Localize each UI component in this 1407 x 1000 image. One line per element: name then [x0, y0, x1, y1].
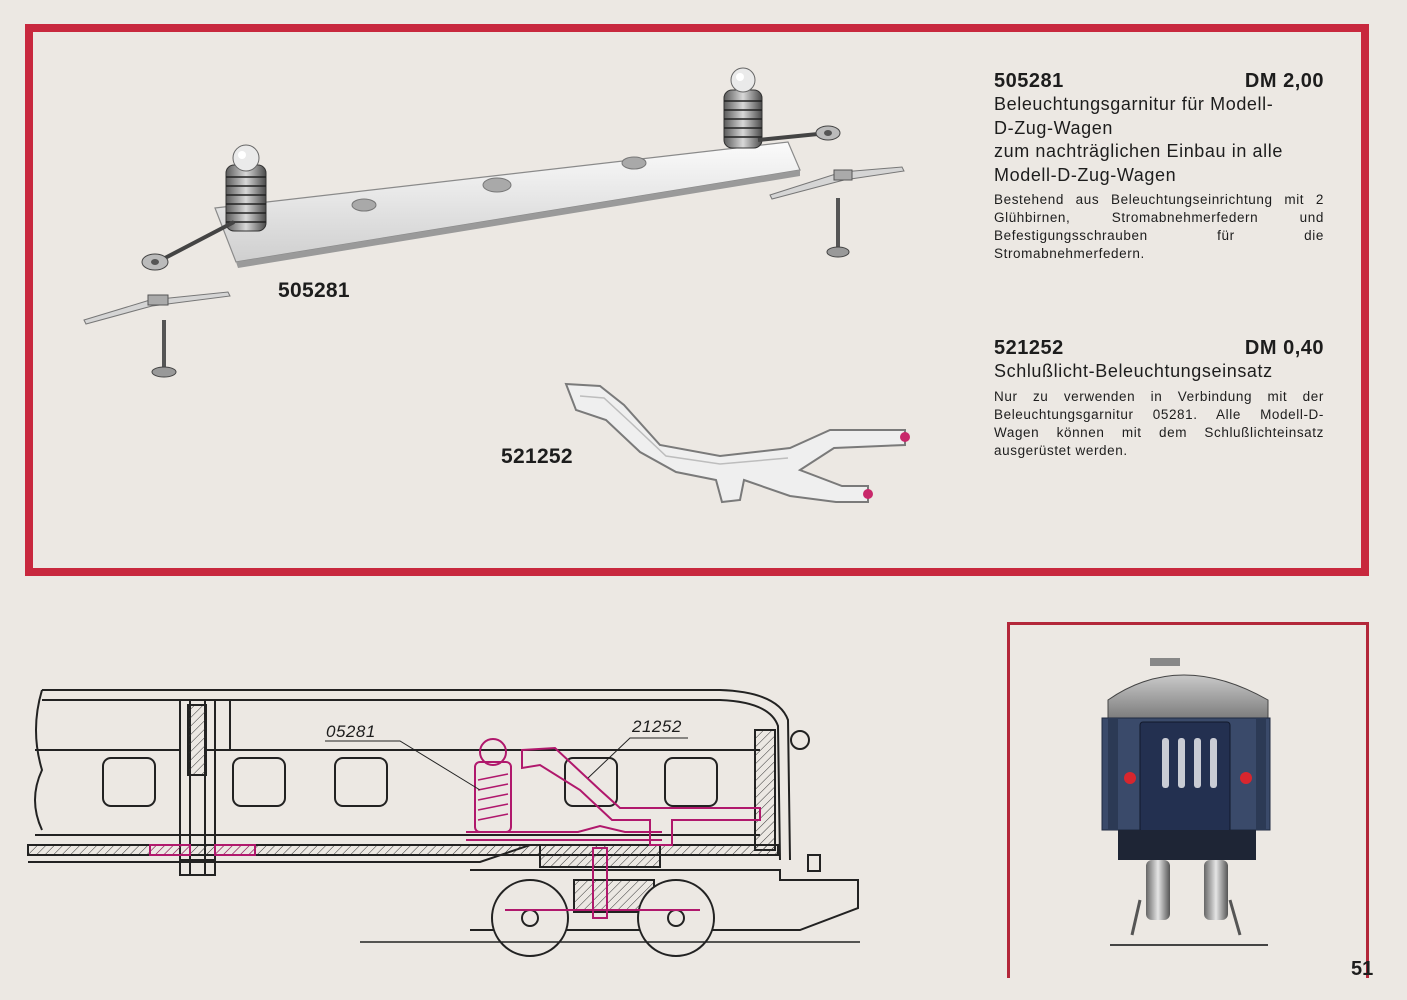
product-block-521252: 521252 DM 0,40 Schlußlicht-Beleuchtungse…: [994, 337, 1324, 460]
cross-section-diagram: [27, 689, 860, 957]
product-header: 521252 DM 0,40: [994, 337, 1324, 360]
product-description: Nur zu verwenden in Verbindung mit der B…: [994, 388, 1324, 458]
figure-label-521252: 521252: [501, 445, 573, 468]
product-header: 505281 DM 2,00: [994, 70, 1324, 93]
lighting-set-photo: [83, 67, 905, 378]
product-number: 505281: [994, 70, 1064, 92]
leader-lines: [325, 737, 688, 791]
title-line: Beleuchtungsgarnitur für Modell-: [994, 94, 1274, 114]
product-price: DM 2,00: [1244, 70, 1324, 92]
coach-photo-frame: [1007, 622, 1369, 978]
title-line: D-Zug-Wagen: [994, 117, 1113, 138]
page-number: 51: [1351, 958, 1374, 980]
product-price: DM 0,40: [1244, 337, 1324, 359]
product-frame: [25, 24, 1369, 576]
figure-label-505281: 505281: [278, 279, 350, 302]
coach-rear-photo: [1101, 658, 1271, 946]
title-line: zum nachträglichen Einbau in alle: [994, 141, 1283, 161]
highlighted-parts: [466, 738, 761, 919]
product-description: Bestehend aus Beleuchtungseinrichtung mi…: [994, 192, 1324, 261]
product-title: Beleuchtungsgarnitur für Modell- D-Zug-W…: [994, 93, 1324, 187]
title-line: Modell-D-Zug-Wagen: [994, 164, 1177, 185]
title-line: Schlußlicht-Beleuchtungseinsatz: [994, 361, 1273, 381]
diagram-label-05281: 05281: [326, 722, 376, 741]
diagram-label-21252: 21252: [632, 717, 682, 736]
product-block-505281: 505281 DM 2,00 Beleuchtungsgarnitur für …: [994, 70, 1324, 263]
product-title: Schlußlicht-Beleuchtungseinsatz: [994, 360, 1324, 384]
tail-light-insert-photo: [564, 382, 910, 504]
product-number: 521252: [994, 337, 1064, 359]
